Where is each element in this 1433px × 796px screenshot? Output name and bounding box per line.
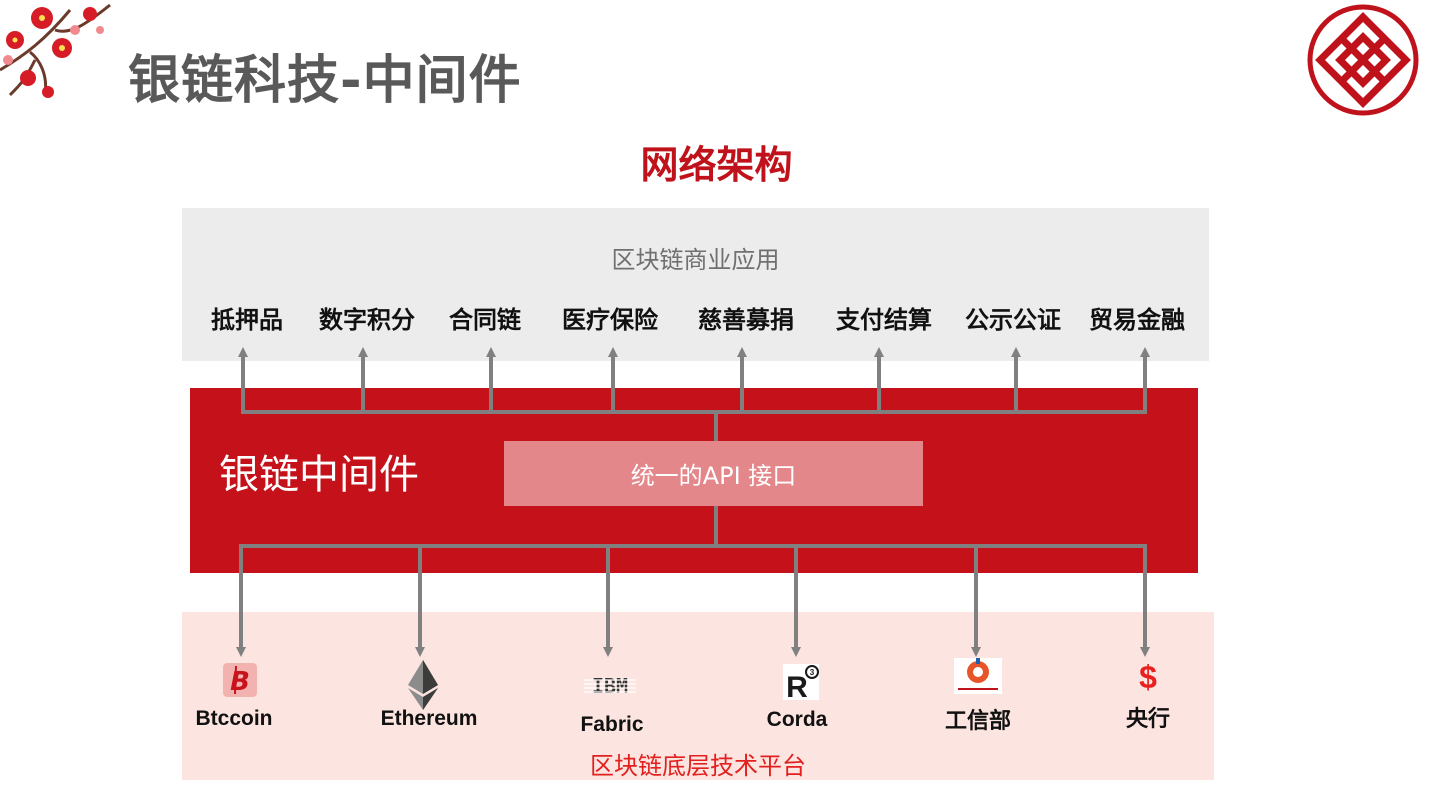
svg-text:IBM: IBM [592, 675, 628, 697]
platform-label: Btccoin [195, 707, 273, 730]
application-layer-panel [182, 208, 1209, 361]
application-layer-title: 区块链商业应用 [611, 246, 780, 274]
svg-text:R: R [786, 671, 808, 700]
application-item: 数字积分 [319, 306, 415, 334]
api-interface-label: 统一的API 接口 [630, 462, 797, 490]
platform-layer-panel [182, 612, 1214, 780]
application-item: 贸易金融 [1089, 306, 1185, 334]
application-item: 抵押品 [211, 306, 283, 334]
platform-label: Fabric [580, 713, 644, 736]
platform-label: 工信部 [944, 709, 1012, 734]
application-item: 医疗保险 [562, 306, 658, 334]
r3-icon: R 3 [783, 664, 819, 700]
platform-label: Corda [766, 708, 828, 731]
miit-icon [954, 658, 1002, 694]
platform-layer-title: 区块链底层技术平台 [590, 752, 806, 780]
ibm-icon: IBM [584, 675, 636, 697]
svg-text:3: 3 [810, 668, 815, 677]
application-item: 公示公证 [965, 306, 1061, 334]
dollar-icon: $ [1139, 660, 1157, 692]
company-logo [1307, 4, 1419, 116]
platform-label: Ethereum [380, 707, 478, 730]
api-interface-box: 统一的API 接口 [504, 441, 923, 506]
application-item: 支付结算 [836, 306, 932, 334]
middleware-label: 银链中间件 [219, 452, 419, 498]
svg-text:B: B [230, 667, 250, 697]
svg-text:$: $ [1139, 660, 1157, 692]
section-heading: 网络架构 [640, 143, 793, 187]
plum-blossom-decoration [0, 3, 111, 98]
ethereum-icon [408, 660, 438, 710]
bitcoin-icon: B [223, 663, 257, 697]
application-item: 合同链 [449, 306, 521, 334]
application-item: 慈善募捐 [698, 306, 794, 334]
page-title: 银链科技-中间件 [128, 51, 522, 111]
platform-label: 央行 [1125, 707, 1171, 732]
